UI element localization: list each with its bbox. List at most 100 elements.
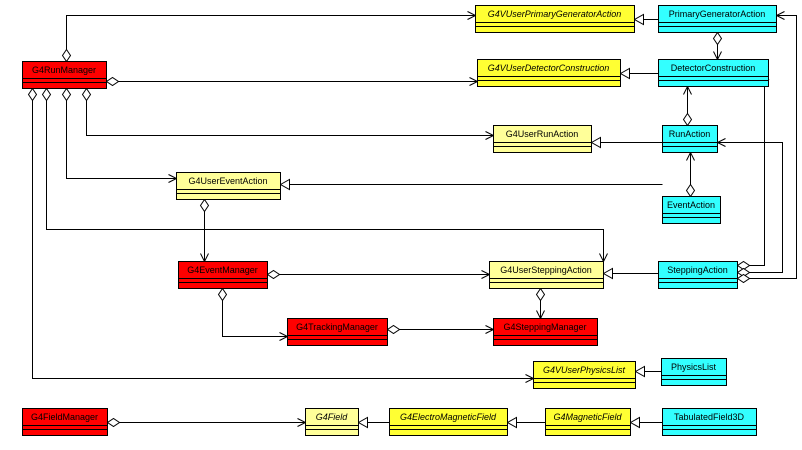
aggregation-diamond <box>61 87 72 102</box>
relation-line <box>66 88 177 179</box>
class-name-stepaction_if: G4UserSteppingAction <box>500 265 592 275</box>
association-eventmgr-to-stepaction_if <box>266 269 491 280</box>
generalization-eventaction-to-eventaction_if <box>279 178 663 191</box>
class-name-runmgr: G4RunManager <box>32 65 96 75</box>
relation-line <box>66 15 476 62</box>
relation-line <box>222 288 288 337</box>
inheritance-triangle <box>279 178 290 191</box>
class-name-field: G4Field <box>316 412 349 422</box>
class-box-field: G4Field <box>305 408 359 436</box>
class-box-eventmgr: G4EventManager <box>178 261 268 289</box>
class-box-body <box>287 318 388 346</box>
class-name-eventaction_if: G4UserEventAction <box>188 176 267 186</box>
relation-lines <box>27 11 797 429</box>
relation-line <box>717 142 783 273</box>
relation-line <box>32 88 534 379</box>
aggregation-diamond <box>685 183 696 198</box>
aggregation-diamond <box>712 31 723 46</box>
association-fieldmgr-to-field <box>106 417 307 428</box>
class-boxes: G4RunManager G4VUserPrimaryGeneratorActio… <box>22 5 777 436</box>
class-name-runaction_if: G4UserRunAction <box>506 129 579 139</box>
association-stepaction-to-detcon <box>736 75 770 271</box>
class-name-primgen_if: G4VUserPrimaryGeneratorAction <box>488 9 622 19</box>
aggregation-diamond <box>386 324 401 335</box>
aggregation-diamond <box>27 87 38 102</box>
class-box-detcon: DetectorConstruction <box>658 59 769 87</box>
aggregation-diamond <box>61 48 72 63</box>
aggregation-diamond <box>736 260 751 271</box>
class-box-runmgr: G4RunManager <box>22 61 107 89</box>
class-box-body <box>661 358 727 386</box>
aggregation-diamond <box>81 87 92 102</box>
class-name-stepmgr: G4SteppingManager <box>503 322 586 332</box>
class-box-body <box>389 408 508 436</box>
generalization-stepaction-to-stepaction_if <box>602 267 659 280</box>
class-box-stepaction: SteppingAction <box>658 261 738 289</box>
class-name-trackmgr: G4TrackingManager <box>296 322 378 332</box>
relation-line <box>46 88 604 262</box>
association-trackmgr-to-stepmgr <box>386 324 495 335</box>
inheritance-triangle <box>629 416 640 429</box>
relation-line <box>86 88 494 136</box>
class-box-primgen: PrimaryGeneratorAction <box>658 5 777 33</box>
inheritance-triangle <box>634 365 645 378</box>
class-box-runaction: RunAction <box>662 125 718 153</box>
association-runaction-to-detcon <box>682 85 693 127</box>
class-box-eventaction_if: G4UserEventAction <box>176 172 281 200</box>
class-box-physlist_if: G4VUserPhysicsList <box>533 361 636 389</box>
association-stepaction-to-runaction <box>716 138 783 278</box>
class-box-body <box>533 361 636 389</box>
class-name-tabfield: TabulatedField3D <box>674 412 745 422</box>
association-runmgr-to-stepaction_if <box>41 87 608 263</box>
generalization-runaction-to-runaction_if <box>590 136 663 149</box>
association-eventaction-to-runaction <box>685 151 696 198</box>
class-box-stepaction_if: G4UserSteppingAction <box>489 261 604 289</box>
aggregation-diamond <box>736 273 751 284</box>
aggregation-diamond <box>41 87 52 102</box>
class-box-stepmgr: G4SteppingManager <box>493 318 598 346</box>
aggregation-diamond <box>266 269 281 280</box>
class-box-trackmgr: G4TrackingManager <box>287 318 388 346</box>
class-box-body <box>658 5 777 33</box>
association-runmgr-to-detcon_if <box>105 76 479 87</box>
class-box-body <box>22 408 108 436</box>
class-box-primgen_if: G4VUserPrimaryGeneratorAction <box>475 5 635 33</box>
class-box-body <box>662 196 721 224</box>
class-name-runaction: RunAction <box>669 129 711 139</box>
inheritance-triangle <box>357 416 368 429</box>
aggregation-diamond <box>106 417 121 428</box>
class-box-body <box>178 261 268 289</box>
class-name-eventaction: EventAction <box>667 200 715 210</box>
inheritance-triangle <box>602 267 613 280</box>
class-box-body <box>176 172 281 200</box>
association-eventmgr-to-trackmgr <box>217 287 289 341</box>
aggregation-diamond <box>199 198 210 213</box>
class-box-body <box>493 318 598 346</box>
inheritance-triangle <box>619 67 630 80</box>
class-box-emfield: G4ElectroMagneticField <box>389 408 508 436</box>
class-box-body <box>305 408 359 436</box>
class-name-stepaction: SteppingAction <box>667 265 728 275</box>
relation-line <box>737 79 769 266</box>
association-eventaction_if-to-eventmgr <box>199 198 210 263</box>
association-primgen-to-detcon <box>712 31 723 61</box>
class-box-body <box>545 408 631 436</box>
association-stepaction-to-eventaction <box>736 11 797 284</box>
aggregation-diamond <box>105 76 120 87</box>
class-name-physlist_if: G4VUserPhysicsList <box>543 365 626 375</box>
generalization-magfield-to-emfield <box>506 416 546 429</box>
class-box-body <box>493 125 592 153</box>
class-name-emfield: G4ElectroMagneticField <box>400 412 497 422</box>
class-box-body <box>658 59 769 87</box>
class-name-fieldmgr: G4FieldManager <box>31 412 98 422</box>
generalization-emfield-to-field <box>357 416 390 429</box>
class-box-eventaction: EventAction <box>662 196 721 224</box>
generalization-physlist-to-physlist_if <box>634 365 662 378</box>
association-runmgr-to-physlist_if <box>27 87 535 383</box>
class-box-body <box>658 261 738 289</box>
aggregation-diamond <box>535 287 546 302</box>
class-name-primgen: PrimaryGeneratorAction <box>669 9 766 19</box>
class-box-physlist: PhysicsList <box>661 358 727 386</box>
class-box-runaction_if: G4UserRunAction <box>493 125 592 153</box>
